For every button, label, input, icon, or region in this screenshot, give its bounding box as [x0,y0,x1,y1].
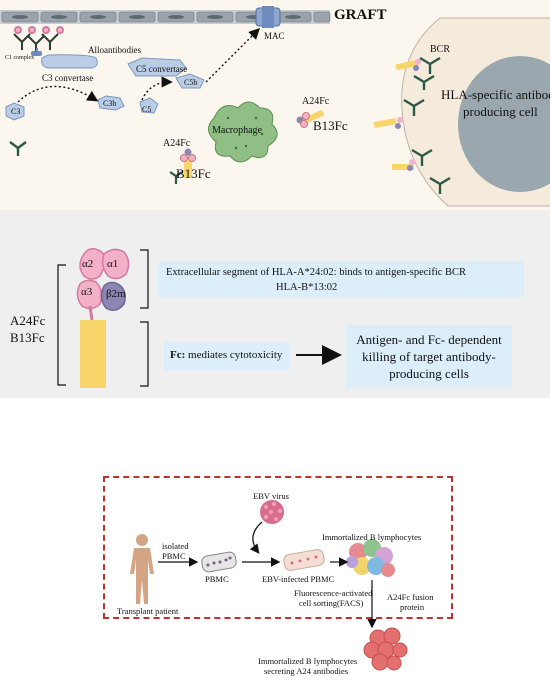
transplant-patient-label: Transplant patient [117,606,179,616]
cell-label-line2: producing cell [463,104,538,119]
fc-domain [80,320,106,388]
mac-pore-icon [255,6,281,28]
complement-panel: GRAFT Alloantibodies C1 complex C3 conve… [0,0,550,210]
killing-text-line3: producing cells [389,366,469,381]
graft-label: GRAFT [334,7,387,23]
c1-complex-label: C1 complex [5,55,35,61]
immortalized-label: Immortalized B lymphocytes [322,532,422,542]
killing-text-line2: killing of target antibody- [362,349,496,364]
fc-box: Fc: mediates cytotoxicity [164,342,290,370]
bcr-label: BCR [430,44,451,55]
killing-box: Antigen- and Fc- dependent killing of ta… [346,325,512,388]
b13fc-top-label: B13Fc [313,118,348,133]
c5b-to-mac-arrow [205,28,260,83]
macrophage-label: Macrophage [212,125,262,136]
graft-membrane [0,10,331,24]
c5-shape [139,97,159,114]
c3-shape [5,102,25,121]
complement-illustration [0,6,550,207]
macrophage-icon [208,101,278,163]
secreting-label-line2: secreting A24 antibodies [264,666,349,676]
immortalization-workflow-box [103,476,453,619]
c3b-label: C3b [103,99,117,108]
ebv-virus-label: EBV virus [253,491,289,501]
c5-convertase-label: C5 convertase [136,64,188,74]
c5-convertase-shape [127,57,187,77]
c5-label: C5 [142,105,152,114]
fusion-protein-bottom-icon [169,148,196,184]
left-bracket [57,264,66,386]
extracellular-bracket [140,249,149,309]
b13fc-bottom-label: B13Fc [176,166,211,181]
bcr-receptors [403,56,451,194]
fc-description: mediates cytotoxicity [185,349,283,361]
hla-domains-icon [76,247,130,321]
c3-convertase-shape [41,54,98,69]
fc-bold-label: Fc: [170,349,186,361]
b13fc-label: B13Fc [10,330,45,345]
bound-fusion-proteins [373,59,421,171]
pbmc-label: PBMC [205,574,229,584]
alloantibody-cluster [13,26,64,56]
extracellular-text-line2: HLA-B*13:02 [276,282,338,293]
secreting-b-cluster-icon [363,627,408,671]
a24fc-label: A24Fc [10,313,46,328]
extracellular-text-line1: Extracellular segment of HLA-A*24:02: bi… [166,267,467,278]
fusion-protein-top-icon [296,109,325,128]
fusion-label-line2: protein [400,602,425,612]
alpha2-label: α2 [82,258,94,270]
a24fc-bottom-label: A24Fc [163,138,191,149]
isolated-label: isolated [162,541,189,551]
a24fc-top-label: A24Fc [302,96,330,107]
isolated-pbmc-label: PBMC [162,551,186,561]
cell-label-line1: HLA-specific antibody [441,87,550,102]
c3-to-c3b-arrow [17,85,99,103]
c3-label: C3 [11,107,21,116]
c3-convertase-label: C3 convertase [42,73,94,83]
facs-label-line2: cell sorting(FACS) [299,598,364,608]
free-antibody-icon [9,141,27,156]
fusion-protein-panel: α2 α1 α3 β2m A24Fc B13Fc Extracellular s… [0,210,550,398]
alpha1-label: α1 [107,258,119,270]
c5b-shape [175,73,205,89]
fc-bracket [140,321,149,387]
alloantibodies-label: Alloantibodies [88,45,141,55]
fusion-protein-structure [57,247,342,388]
killing-text-line1: Antigen- and Fc- dependent [356,332,502,347]
fusion-label-line1: A24Fc fusion [387,592,434,602]
c5b-label: C5b [184,78,198,87]
c3b-shape [97,95,125,111]
secreting-label-line1: Immortalized B lymphocytes [258,656,358,666]
alpha3-label: α3 [81,286,93,298]
extracellular-box: Extracellular segment of HLA-A*24:02: bi… [158,261,524,297]
facs-label-line1: Fluorescence-activated [294,588,373,598]
ebv-infected-label: EBV-infected PBMC [262,574,335,584]
antibody-producing-cell [401,17,550,207]
c5-to-c5b-arrow [141,76,173,101]
mac-label: MAC [264,31,285,41]
fc-text: Fc: mediates cytotoxicity [170,349,282,361]
beta2m-label: β2m [106,288,126,300]
